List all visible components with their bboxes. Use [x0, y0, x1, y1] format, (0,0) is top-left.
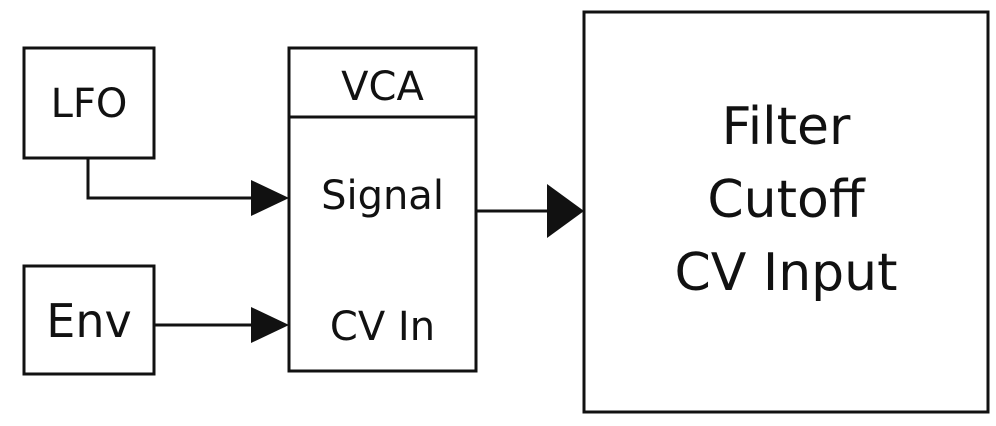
env-to-vca-arrowhead: [251, 307, 289, 343]
env-box: [22, 264, 156, 376]
vca-cv-input-label: CV In: [330, 304, 435, 350]
lfo-to-vca-wire: [86, 158, 254, 200]
vca-box: [287, 46, 478, 373]
lfo-to-vca-arrowhead: [251, 180, 289, 216]
filter-block: Filter Cutoff CV Input: [582, 10, 990, 414]
vca-block: VCA Signal CV In: [287, 46, 478, 373]
vca-title: VCA: [341, 64, 424, 110]
vca-to-filter-arrowhead: [547, 184, 584, 238]
filter-label-line-2: Cutoff: [707, 170, 865, 230]
env-to-vca-cv-arrow: [154, 307, 289, 343]
filter-box: [582, 10, 990, 414]
lfo-box: [22, 46, 156, 160]
env-block: Env: [22, 264, 156, 376]
filter-label-line-1: Filter: [722, 97, 851, 157]
vca-to-filter-arrow: [476, 184, 584, 238]
env-label: Env: [46, 294, 131, 348]
lfo-block: LFO: [22, 46, 156, 160]
filter-label-line-3: CV Input: [674, 243, 897, 303]
lfo-label: LFO: [51, 81, 128, 127]
lfo-to-vca-signal-arrow: [86, 158, 289, 216]
vca-signal-input-label: Signal: [321, 173, 444, 219]
